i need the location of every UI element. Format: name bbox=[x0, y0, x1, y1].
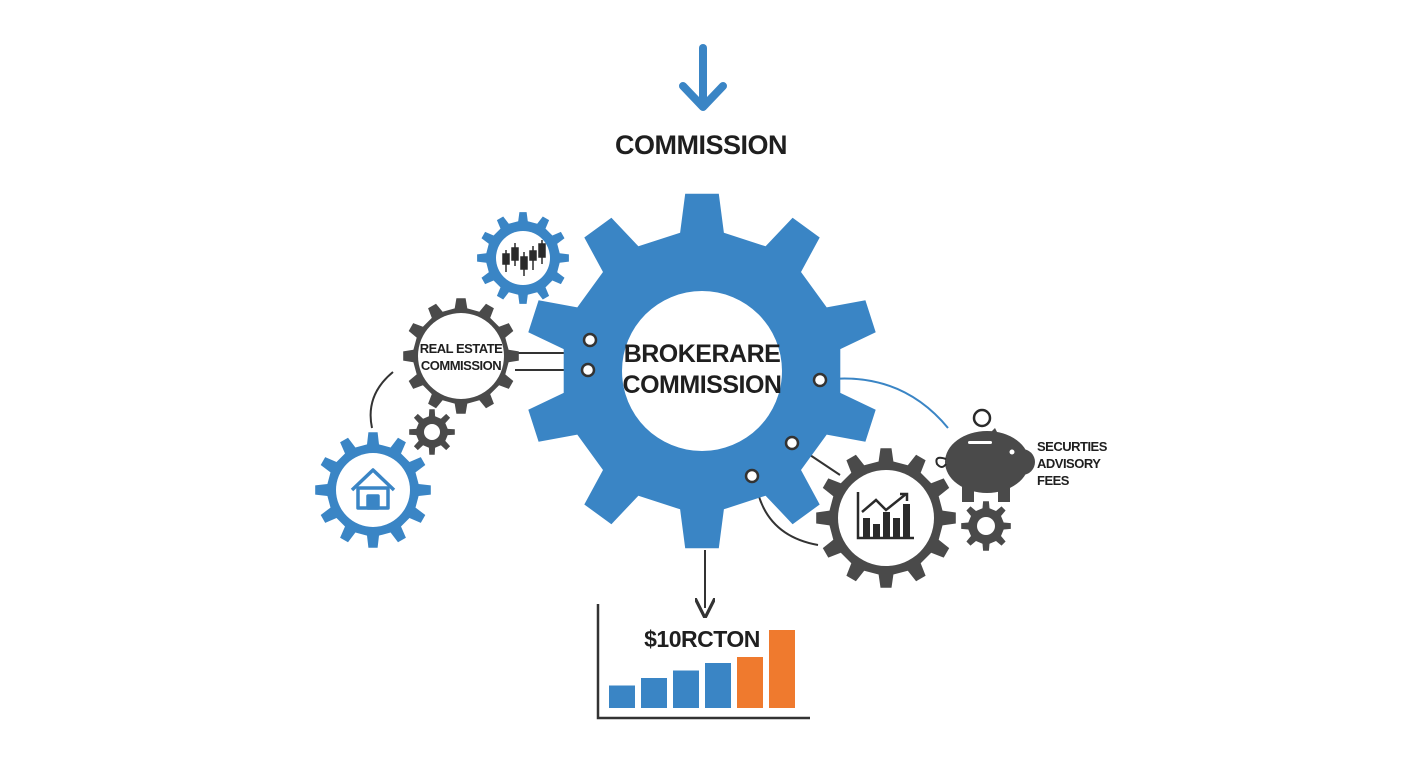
small-gear-left bbox=[409, 409, 455, 455]
brokerage-gear: BROKERARE COMMISSION bbox=[528, 193, 876, 549]
revenue-bar-chart: $10RCTON bbox=[596, 604, 810, 720]
small-gear-right bbox=[961, 501, 1011, 551]
house-icon bbox=[350, 468, 396, 510]
candlestick-gear bbox=[477, 212, 569, 304]
chart-bar-3 bbox=[673, 670, 699, 708]
brokerage-line2: COMMISSION bbox=[623, 371, 782, 399]
chart-bar-2 bbox=[641, 678, 667, 708]
growth-chart-icon bbox=[856, 492, 914, 540]
real-estate-gear: REAL ESTATE COMMISSION bbox=[403, 298, 519, 414]
socket-dots bbox=[580, 332, 828, 484]
securities-line3: FEES bbox=[1037, 473, 1070, 488]
real-estate-line2: COMMISSION bbox=[421, 358, 501, 373]
real-estate-line1: REAL ESTATE bbox=[420, 341, 503, 356]
piggy-bank-icon bbox=[935, 408, 1035, 502]
chart-bar-4 bbox=[705, 663, 731, 708]
chart-bar-6 bbox=[769, 630, 795, 708]
chart-axes bbox=[596, 604, 810, 720]
growth-gear bbox=[816, 448, 956, 588]
top-label: COMMISSION bbox=[615, 130, 787, 160]
brokerage-line1: BROKERARE bbox=[624, 340, 781, 368]
house-gear bbox=[315, 432, 431, 548]
securities-line1: SECURTIES bbox=[1037, 439, 1108, 454]
candlestick-chart-icon bbox=[502, 240, 546, 276]
down-arrow-icon bbox=[679, 44, 727, 111]
chart-bar-5 bbox=[737, 657, 763, 708]
chart-label: $10RCTON bbox=[644, 626, 760, 652]
chart-bar-1 bbox=[609, 685, 635, 708]
securities-line2: ADVISORY bbox=[1037, 456, 1101, 471]
